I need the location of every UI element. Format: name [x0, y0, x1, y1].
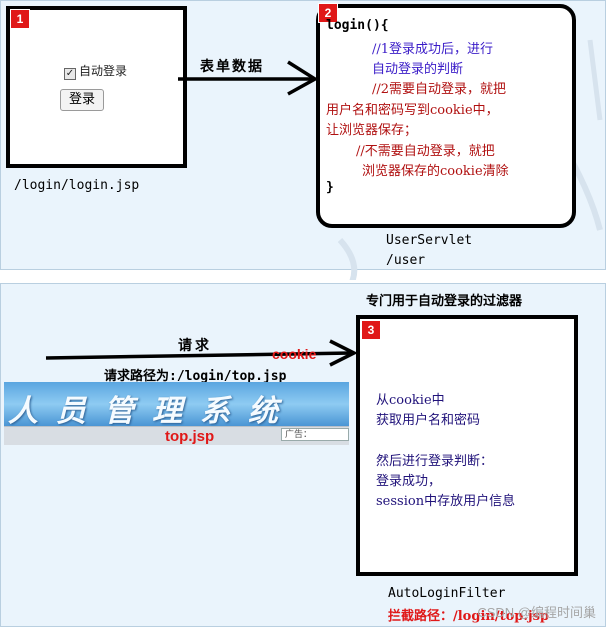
filter-line-3: 然后进行登录判断： [376, 450, 493, 469]
arrow-label-request: 请求 [178, 335, 212, 355]
servlet-code-line-3: 自动登录的判断 [372, 58, 463, 77]
servlet-code-line-7: //不需要自动登录，就把 [356, 140, 495, 159]
cookie-label: cookie [272, 346, 316, 362]
filter-line-5: session中存放用户信息 [376, 490, 515, 509]
servlet-path: /user [386, 253, 425, 268]
servlet-code-line-6: 让浏览器保存； [326, 119, 417, 138]
banner-title: 人员管理系统 [8, 386, 296, 430]
banner-header: 人员管理系统 [4, 382, 349, 426]
filter-line-2: 获取用户名和密码 [376, 409, 480, 428]
banner-file-label: top.jsp [165, 428, 214, 445]
watermark: CSDN @编程时间巢 [477, 602, 596, 621]
servlet-code-line-9: } [326, 180, 334, 195]
servlet-name: UserServlet [386, 233, 472, 248]
servlet-code-line-4: //2需要自动登录，就把 [372, 78, 506, 97]
servlet-code-line-5: 用户名和密码写到cookie中， [326, 99, 499, 118]
filter-name: AutoLoginFilter [388, 586, 505, 601]
servlet-code-line-2: //1登录成功后，进行 [372, 38, 493, 57]
servlet-code-line-8: 浏览器保存的cookie清除 [362, 160, 509, 179]
badge-3: 3 [361, 320, 381, 340]
filter-line-4: 登录成功， [376, 470, 441, 489]
filter-box [356, 315, 578, 576]
arrow-label-form-data: 表单数据 [200, 56, 264, 76]
servlet-code-line-1: login(){ [326, 18, 389, 33]
ad-box: 广告： [281, 428, 349, 441]
filter-line-1: 从cookie中 [376, 389, 445, 408]
